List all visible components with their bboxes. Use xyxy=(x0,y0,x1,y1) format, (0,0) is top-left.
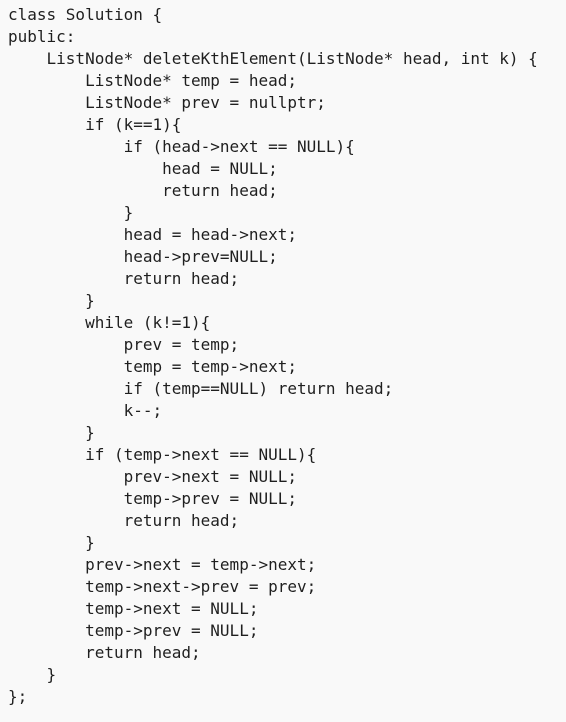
code-line: } xyxy=(8,203,134,222)
code-line: return head; xyxy=(8,643,201,662)
code-line: ListNode* temp = head; xyxy=(8,71,297,90)
code-line: return head; xyxy=(8,269,240,288)
code-line: if (head->next == NULL){ xyxy=(8,137,355,156)
code-line: while (k!=1){ xyxy=(8,313,211,332)
code-line: ListNode* deleteKthElement(ListNode* hea… xyxy=(8,49,538,68)
code-line: } xyxy=(8,291,95,310)
code-line: temp->next = NULL; xyxy=(8,599,259,618)
code-line: temp = temp->next; xyxy=(8,357,297,376)
code-line: if (temp->next == NULL){ xyxy=(8,445,317,464)
code-line: prev->next = NULL; xyxy=(8,467,297,486)
code-line: } xyxy=(8,533,95,552)
code-line: }; xyxy=(8,687,28,706)
code-line: k--; xyxy=(8,401,163,420)
code-line: return head; xyxy=(8,511,240,530)
code-line: prev = temp; xyxy=(8,335,240,354)
code-line: temp->next->prev = prev; xyxy=(8,577,317,596)
code-line: if (k==1){ xyxy=(8,115,182,134)
code-line: head = head->next; xyxy=(8,225,297,244)
code-line: temp->prev = NULL; xyxy=(8,621,259,640)
code-line: } xyxy=(8,423,95,442)
code-line: temp->prev = NULL; xyxy=(8,489,297,508)
code-line: } xyxy=(8,665,57,684)
code-line: public: xyxy=(8,27,76,46)
code-line: return head; xyxy=(8,181,278,200)
code-line: ListNode* prev = nullptr; xyxy=(8,93,326,112)
code-line: if (temp==NULL) return head; xyxy=(8,379,394,398)
code-line: prev->next = temp->next; xyxy=(8,555,317,574)
code-line: class Solution { xyxy=(8,5,163,24)
code-line: head->prev=NULL; xyxy=(8,247,278,266)
code-line: head = NULL; xyxy=(8,159,278,178)
